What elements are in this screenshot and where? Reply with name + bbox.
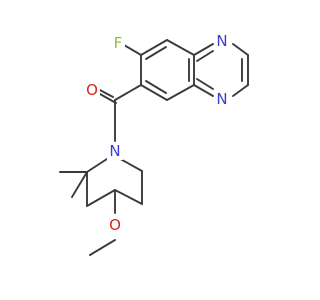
molecule-structure: F N N O N O bbox=[59, 32, 249, 256]
benzo-bond-6b bbox=[145, 80, 167, 94]
benzo-bond-2 bbox=[140, 39, 168, 56]
pyrazine-bond-5b bbox=[196, 78, 214, 90]
fluorine-label: F bbox=[114, 34, 123, 52]
pyrazine-bond-5 bbox=[193, 84, 214, 97]
pyrazine-bond-1b bbox=[196, 50, 214, 62]
carbonyl-oxygen-label: O bbox=[86, 81, 98, 99]
methyl-bond-2 bbox=[71, 171, 88, 198]
benzo-bond-6 bbox=[140, 84, 168, 101]
molecule-svg: F N N O N O bbox=[59, 32, 249, 256]
piperidine-bond-4 bbox=[86, 189, 116, 207]
carbonyl-double-bond-a bbox=[97, 88, 114, 98]
carbonyl-double-bond-b bbox=[99, 93, 117, 104]
methoxy-oxygen-label: O bbox=[109, 216, 121, 234]
pyrazine-bond-4 bbox=[232, 84, 249, 97]
carbonyl-to-ring-bond bbox=[114, 84, 142, 101]
benzo-bond-2b bbox=[145, 46, 167, 60]
benzo-bond-5 bbox=[166, 84, 195, 101]
bonds bbox=[59, 39, 249, 256]
nitrogen-bottom-label: N bbox=[216, 90, 227, 108]
fluorine-bond bbox=[123, 44, 142, 56]
piperidine-nitrogen-label: N bbox=[109, 142, 120, 160]
atom-labels: F N N O N O bbox=[84, 32, 231, 234]
pyrazine-bond-2 bbox=[232, 43, 249, 56]
piperidine-bond-3 bbox=[114, 189, 143, 205]
nitrogen-top-label: N bbox=[216, 32, 227, 50]
benzo-bond-3 bbox=[166, 39, 195, 56]
pyrazine-bond-1 bbox=[193, 43, 214, 56]
piperidine-bond-6 bbox=[86, 156, 111, 173]
oxygen-to-methyl-bond bbox=[89, 239, 116, 256]
